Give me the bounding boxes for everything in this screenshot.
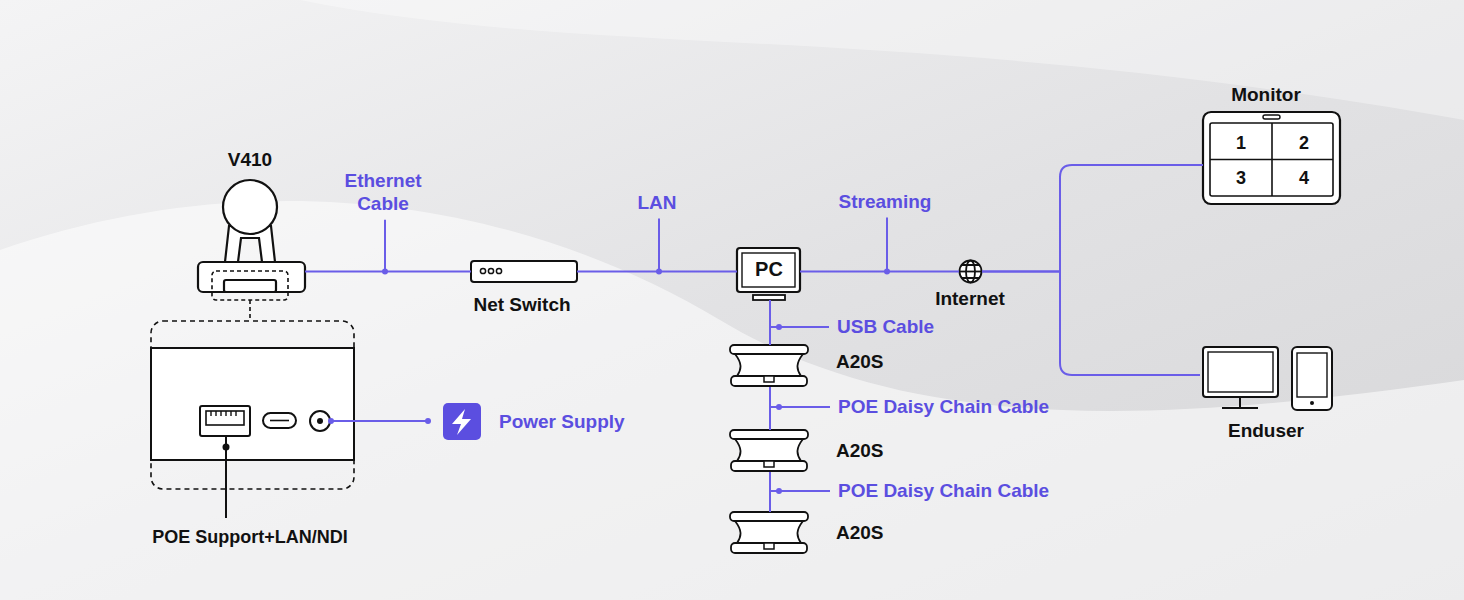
switch-node: Net Switch: [471, 261, 577, 282]
cell-number: 2: [1299, 133, 1309, 154]
leader-dot: [382, 269, 388, 275]
leader-dot: [884, 269, 890, 275]
speaker-node: A20S: [730, 430, 808, 472]
power-wire: [328, 403, 481, 440]
leader-line: [658, 218, 660, 271]
internet-node: Internet: [959, 260, 982, 283]
node-label: A20S: [836, 522, 884, 544]
node-label: A20S: [836, 351, 884, 373]
edge-label: LAN: [637, 192, 676, 215]
port-label: POE Support+LAN/NDI: [152, 527, 348, 548]
leader-line: [886, 217, 888, 271]
port-panel: [151, 321, 354, 518]
cell-number: 4: [1299, 168, 1309, 189]
globe-icon: [960, 261, 982, 283]
pc-figure: [737, 248, 800, 300]
node-label: PC: [755, 258, 783, 281]
edge-label: USB Cable: [837, 316, 934, 339]
speaker-node: A20S: [730, 512, 808, 554]
monitor-node: Monitor: [1203, 112, 1340, 204]
camera-node: V410: [195, 148, 305, 294]
connector: [769, 300, 771, 345]
node-label: Power Supply: [499, 411, 625, 433]
background-swoosh: [0, 201, 1464, 600]
node-label: Monitor: [1231, 84, 1301, 106]
switch-figure: [471, 261, 577, 282]
connector: [769, 387, 771, 430]
pc-node: PC: [737, 248, 800, 300]
power-node: Power Supply: [443, 403, 481, 440]
connector: [982, 272, 1200, 376]
enduser-node: Enduser: [1200, 345, 1335, 411]
cell-number: 1: [1236, 133, 1246, 154]
edge-label: Ethernet Cable: [335, 170, 431, 216]
leader-dot: [656, 269, 662, 275]
node-label: Enduser: [1228, 420, 1304, 442]
leader-dot: [776, 324, 782, 330]
leader-line: [384, 220, 386, 272]
edge-label: POE Daisy Chain Cable: [838, 396, 1049, 419]
enduser-devices: [1203, 347, 1332, 410]
leader-dot: [776, 404, 782, 410]
speaker-figure: [730, 345, 808, 553]
edge-label: POE Daisy Chain Cable: [838, 480, 1049, 503]
leader-dot: [776, 488, 782, 494]
node-label: V410: [228, 149, 272, 171]
connector: [800, 271, 959, 273]
connector: [982, 165, 1203, 272]
monitor-figure: [1203, 112, 1340, 204]
node-label: Net Switch: [473, 294, 570, 316]
node-label: A20S: [836, 440, 884, 462]
edge-label: Streaming: [839, 191, 932, 214]
node-label: Internet: [935, 288, 1005, 310]
camera-figure: [198, 180, 305, 321]
speaker-node: A20S: [730, 345, 808, 387]
cell-number: 3: [1236, 168, 1246, 189]
background-swoosh: [300, 0, 1464, 120]
